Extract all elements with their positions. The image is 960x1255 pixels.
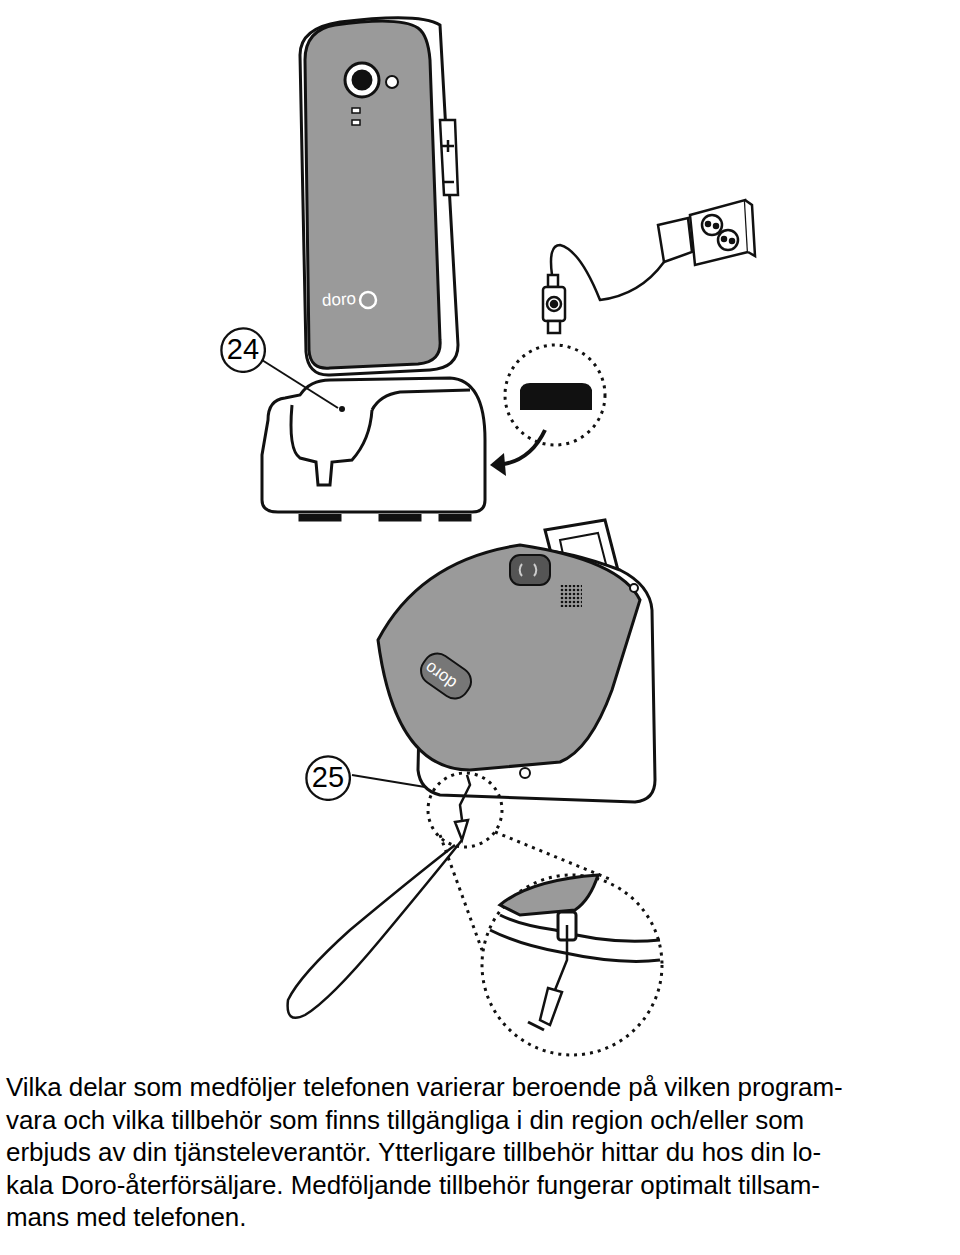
phone-with-lanyard [378, 520, 655, 802]
callout-number: 24 [227, 335, 259, 364]
lanyard [288, 775, 470, 1018]
callout-number: 25 [312, 763, 344, 792]
body-text-line: Vilka delar som medföljer telefonen vari… [6, 1073, 954, 1103]
callout-circle: 24 [220, 327, 266, 373]
charger [543, 200, 755, 333]
body-text-line: vara och vilka tillbehör som finns tillg… [6, 1106, 954, 1136]
phone-on-cradle [300, 18, 458, 375]
callout-circle: 25 [305, 755, 351, 801]
brand-logo: doro [321, 289, 356, 311]
body-text-line: kala Doro-återförsäljare. Medföljande ti… [6, 1171, 954, 1201]
lanyard-detail [490, 875, 660, 1030]
body-text-line: mans med telefonen. [6, 1203, 954, 1233]
body-text-line: erbjuds av din tjänsteleverantör. Ytterl… [6, 1138, 954, 1168]
charging-cradle [262, 378, 485, 520]
